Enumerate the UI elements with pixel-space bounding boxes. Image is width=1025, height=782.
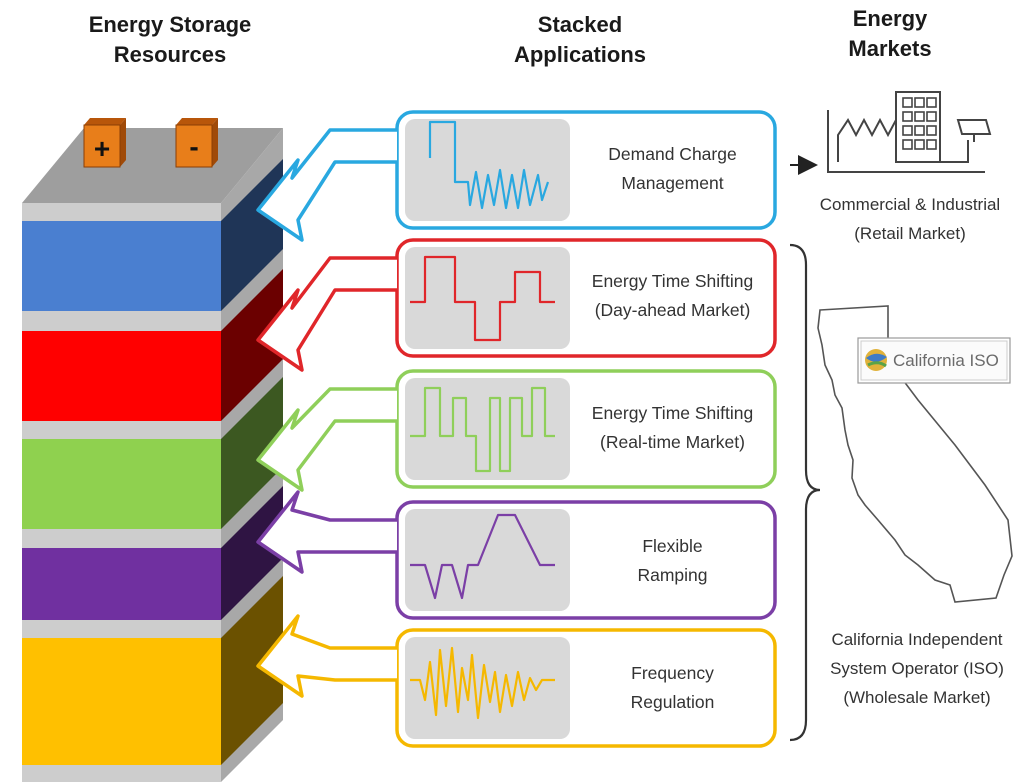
application-demand-charge <box>256 110 777 242</box>
application-arrow-icon <box>256 128 397 242</box>
header-markets-line-2: Markets <box>848 36 932 61</box>
app-label-line: Management <box>621 173 724 193</box>
battery-layer-yellow-front <box>22 638 221 765</box>
california-iso-logo <box>857 337 1011 384</box>
retail-market-label: Commercial & Industrial (Retail Market) <box>800 190 1020 248</box>
waveform-panel <box>405 509 570 611</box>
app-label-line: Energy Time Shifting <box>591 403 754 423</box>
app-label-day-ahead: Energy Time Shifting (Day-ahead Market) <box>575 267 770 325</box>
retail-market-line: Commercial & Industrial <box>819 195 1001 214</box>
battery-layer-yellow-side <box>221 576 283 765</box>
app-label-line: Frequency <box>631 663 714 683</box>
retail-market-line: (Retail Market) <box>854 224 966 243</box>
waveform-icon <box>410 513 555 600</box>
header-markets: Energy Markets <box>800 4 980 64</box>
header-storage-line-1: Energy Storage <box>88 12 252 37</box>
app-label-line: Ramping <box>637 565 708 585</box>
wholesale-market-line: (Wholesale Market) <box>843 688 991 707</box>
header-storage-line-2: Resources <box>113 42 227 67</box>
app-label-line: Energy Time Shifting <box>591 271 754 291</box>
waveform-icon <box>410 386 555 473</box>
terminal-plus: + <box>83 118 126 168</box>
application-arrow-icon <box>256 256 397 372</box>
battery-layer-purple-front <box>22 548 221 620</box>
factory-icon <box>827 91 992 173</box>
header-applications-line-2: Applications <box>513 42 646 67</box>
app-label-line: Demand Charge <box>608 144 737 164</box>
app-label-flexible-ramping: Flexible Ramping <box>575 532 770 590</box>
waveform-panel <box>405 378 570 480</box>
app-label-real-time: Energy Time Shifting (Real-time Market) <box>575 399 770 457</box>
application-arrow-icon <box>256 614 397 698</box>
app-label-line: (Real-time Market) <box>600 432 745 452</box>
battery-layer-purple-side <box>221 486 283 620</box>
wholesale-market-label: California Independent System Operator (… <box>812 625 1022 712</box>
terminal-minus: - <box>175 118 218 168</box>
application-flexible-ramping <box>256 490 777 620</box>
battery-layer-green-side <box>221 377 283 529</box>
terminal-plus-label: + <box>94 133 110 164</box>
wholesale-brace <box>789 243 821 742</box>
application-frequency-regulation <box>256 614 777 748</box>
terminal-minus-label: - <box>189 131 198 162</box>
app-label-line: (Day-ahead Market) <box>594 300 751 320</box>
iso-logo-text: California ISO <box>893 351 999 370</box>
battery-layer-red-side <box>221 269 283 421</box>
battery-stack: + - <box>22 118 283 782</box>
battery-layer-green-front <box>22 439 221 529</box>
app-label-frequency-regulation: Frequency Regulation <box>575 659 770 717</box>
waveform-panel <box>405 247 570 349</box>
application-day-ahead <box>256 238 777 372</box>
app-label-line: Flexible <box>642 536 703 556</box>
header-storage: Energy Storage Resources <box>55 10 285 70</box>
wholesale-market-line: California Independent <box>831 630 1003 649</box>
application-arrow-icon <box>256 490 397 574</box>
waveform-icon <box>410 255 555 342</box>
app-label-demand-charge: Demand Charge Management <box>575 140 770 198</box>
battery-layer-red-front <box>22 331 221 421</box>
waveform-icon <box>410 646 555 720</box>
header-markets-line-1: Energy <box>852 6 928 31</box>
application-arrow-icon <box>256 387 397 492</box>
waveform-icon <box>428 120 550 210</box>
header-applications: Stacked Applications <box>480 10 680 70</box>
app-label-line: Regulation <box>630 692 715 712</box>
application-real-time <box>256 369 777 492</box>
battery-layer-blue-front <box>22 221 221 311</box>
header-applications-line-1: Stacked <box>537 12 623 37</box>
wholesale-market-line: System Operator (ISO) <box>830 659 1004 678</box>
